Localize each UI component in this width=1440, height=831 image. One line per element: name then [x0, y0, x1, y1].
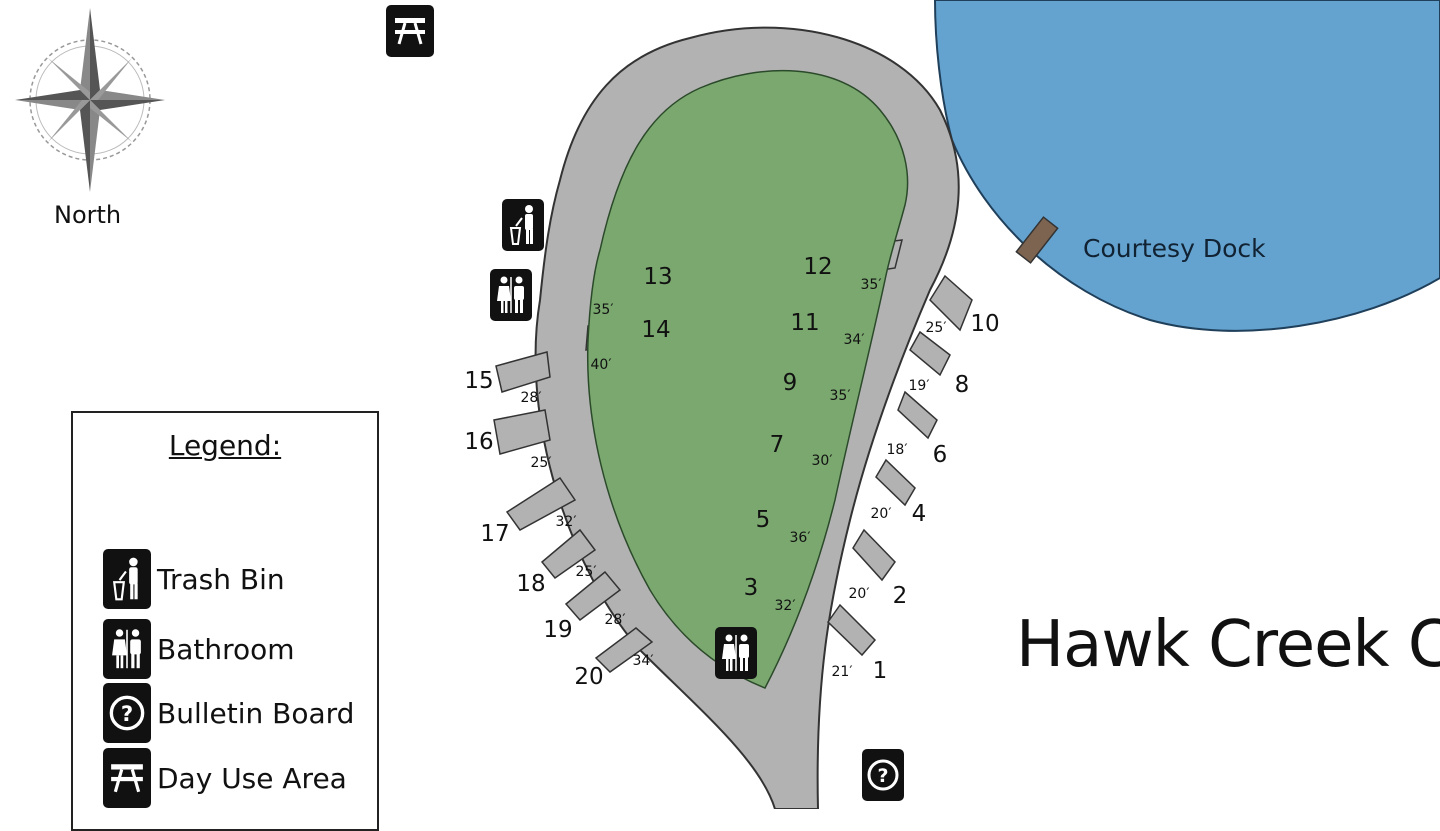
campground-map: 1 21′ 2 20′ 3 32′ 4 20′ 5 36′ 6 18′ 7 30′ 8 19′ 9 35′ 10 25…	[15, 0, 1440, 809]
legend-item-day-use-area: Day Use Area	[103, 748, 347, 808]
site-length-6: 18′	[887, 442, 908, 458]
site-number-16: 16	[464, 429, 493, 455]
bathroom-icon	[103, 619, 151, 679]
bulletin-board-icon: ?	[103, 683, 151, 743]
site-length-4: 20′	[871, 506, 892, 522]
legend-item-trash-bin: Trash Bin	[103, 549, 285, 609]
site-number-19: 19	[543, 617, 572, 643]
svg-text:?: ?	[121, 702, 133, 727]
site-spur-15	[495, 351, 551, 393]
legend-label: Bulletin Board	[157, 696, 355, 730]
site-length-10: 25′	[926, 320, 947, 336]
site-length-8: 19′	[909, 378, 930, 394]
trash-bin-icon	[103, 549, 151, 609]
site-length-2: 20′	[849, 586, 870, 602]
central-lawn	[586, 69, 909, 689]
site-length-1: 21′	[832, 664, 853, 680]
site-length-14: 40′	[591, 357, 612, 373]
site-number-6: 6	[933, 442, 948, 468]
svg-text:?: ?	[877, 765, 888, 787]
site-number-17: 17	[480, 521, 509, 547]
site-number-3: 3	[744, 575, 759, 601]
site-number-14: 14	[641, 317, 670, 343]
site-length-11: 34′	[844, 332, 865, 348]
site-spur-2	[852, 528, 896, 582]
site-number-9: 9	[783, 370, 798, 396]
site-number-10: 10	[970, 311, 999, 337]
site-number-11: 11	[790, 310, 819, 336]
legend-label: Trash Bin	[157, 562, 285, 596]
site-spur-16	[493, 409, 551, 455]
site-spur-6	[897, 390, 938, 440]
site-number-2: 2	[893, 583, 908, 609]
site-length-18: 25′	[576, 564, 597, 580]
bathroom-icon[interactable]	[490, 269, 532, 321]
courtesy-dock-label: Courtesy Dock	[1083, 234, 1266, 263]
site-spur-17	[505, 476, 577, 531]
legend-label: Bathroom	[157, 632, 295, 666]
legend-label: Day Use Area	[157, 761, 347, 795]
lake	[933, 0, 1440, 332]
site-number-15: 15	[464, 368, 493, 394]
picnic-table-icon[interactable]	[386, 5, 434, 57]
site-length-15: 28′	[521, 390, 542, 406]
trash-bin-icon[interactable]	[502, 199, 544, 251]
legend-item-bulletin-board: ? Bulletin Board	[103, 683, 354, 743]
site-length-12: 35′	[861, 277, 882, 293]
site-length-9: 35′	[830, 388, 851, 404]
site-length-17: 32′	[556, 514, 577, 530]
courtesy-dock	[1015, 216, 1059, 264]
site-length-5: 36′	[790, 530, 811, 546]
site-spur-1	[827, 603, 877, 657]
site-length-16: 25′	[531, 455, 552, 471]
site-length-20: 34′	[633, 653, 654, 669]
compass-rose	[15, 8, 165, 192]
site-number-13: 13	[643, 264, 672, 290]
site-length-19: 28′	[605, 612, 626, 628]
bulletin-board-icon[interactable]: ?	[862, 749, 904, 801]
site-number-18: 18	[516, 571, 545, 597]
legend-item-bathroom: Bathroom	[103, 619, 295, 679]
site-spur-18	[540, 528, 597, 580]
bathroom-icon[interactable]	[715, 627, 757, 679]
site-length-7: 30′	[812, 453, 833, 469]
site-spur-10	[929, 274, 973, 332]
site-length-3: 32′	[775, 598, 796, 614]
site-number-4: 4	[912, 501, 927, 527]
picnic-table-icon	[103, 748, 151, 808]
site-length-13: 35′	[593, 302, 614, 318]
site-number-7: 7	[770, 432, 785, 458]
compass-north-label: North	[54, 201, 122, 229]
site-spur-19	[564, 570, 622, 622]
site-number-5: 5	[756, 507, 771, 533]
site-spur-8	[909, 330, 951, 377]
site-number-1: 1	[873, 658, 888, 684]
site-number-8: 8	[955, 372, 970, 398]
legend: Legend: Trash Bin Bathroom ? Bulletin Bo…	[71, 411, 379, 831]
site-number-20: 20	[574, 664, 603, 690]
legend-title: Legend:	[168, 429, 282, 462]
site-number-12: 12	[803, 254, 832, 280]
site-spur-4	[875, 458, 916, 507]
site-spur-20	[594, 627, 654, 673]
map-title: Hawk Creek CG	[1016, 608, 1440, 682]
site-labels: 1 21′ 2 20′ 3 32′ 4 20′ 5 36′ 6 18′ 7 30′ 8 19′ 9 35′ 10 25…	[464, 254, 999, 690]
